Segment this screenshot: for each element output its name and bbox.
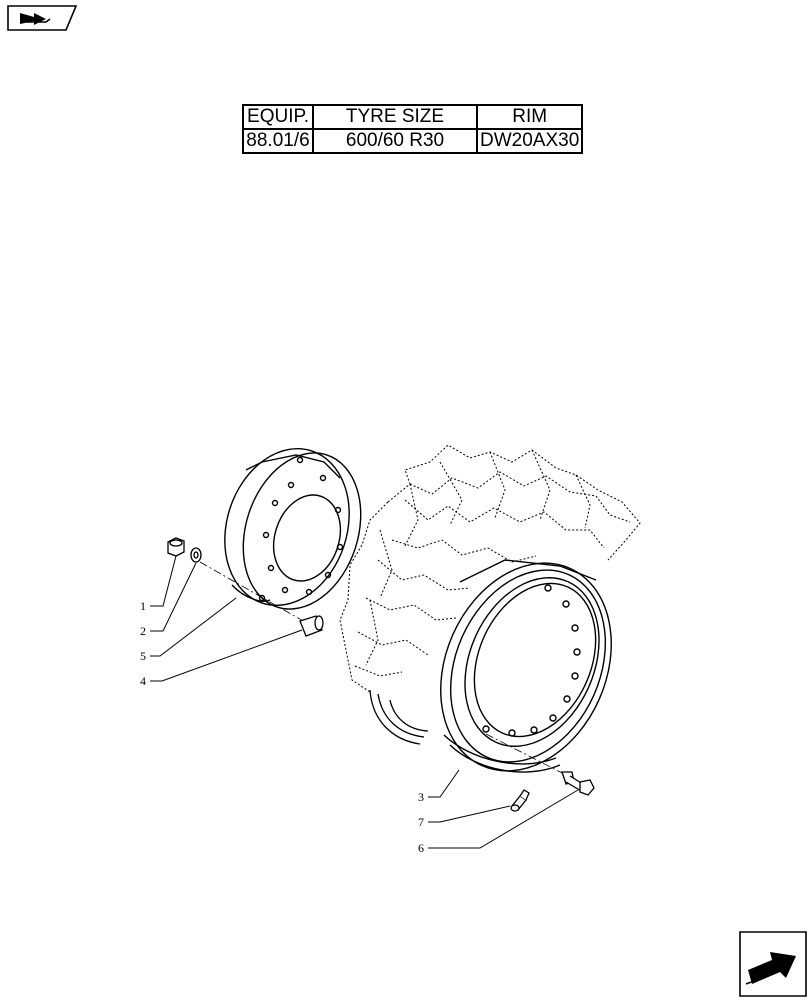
centre-lines [199,561,569,777]
book-forward-arrow-icon[interactable] [7,5,78,31]
callout-labels: 1 2 5 4 3 7 6 [140,599,424,855]
wheel-centre-disc [224,447,362,610]
callout-7: 7 [418,815,424,829]
callout-5: 5 [140,649,146,663]
washer [190,547,202,563]
spacer-sleeve [299,615,324,637]
wheel-nut [167,537,185,557]
table-row: 88.01/6 600/60 R30 DW20AX30 [242,128,584,154]
spec-table: EQUIP. TYRE SIZE RIM 88.01/6 600/60 R30 … [242,104,584,154]
tyre-valve [510,789,530,812]
table-header-row: EQUIP. TYRE SIZE RIM [242,104,584,130]
tyre-sidewall [369,689,429,745]
callout-6: 6 [418,841,424,855]
wheel-bolt [561,771,595,796]
header-equip: EQUIP. [242,104,314,130]
wheel-rim [440,559,612,773]
callout-4: 4 [140,674,146,688]
cell-tyre-size: 600/60 R30 [312,128,478,154]
cell-rim: DW20AX30 [475,128,584,154]
callout-3: 3 [418,790,424,804]
header-tyre-size: TYRE SIZE [312,104,478,130]
header-rim: RIM [475,104,584,130]
next-page-arrow-icon[interactable] [739,931,807,997]
cell-equip: 88.01/6 [242,128,314,154]
tyre-tread-outline [339,444,641,693]
callout-1: 1 [140,599,146,613]
callout-2: 2 [140,624,146,638]
leader-lines [150,555,579,849]
